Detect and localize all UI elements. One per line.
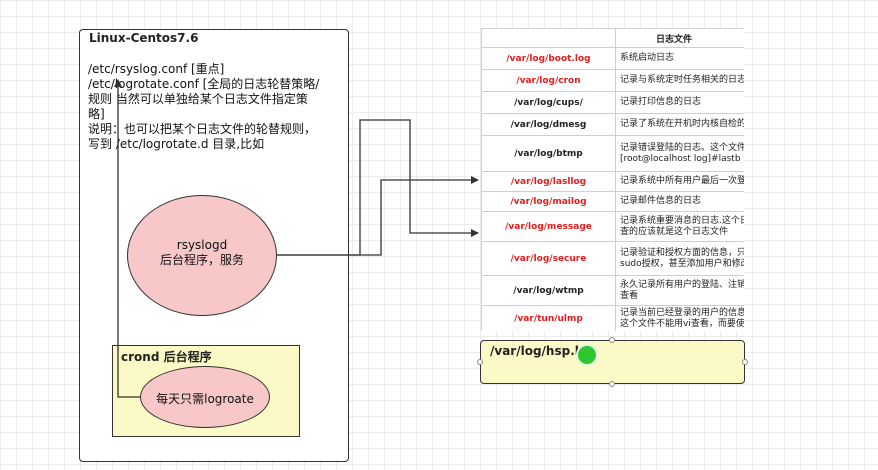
resize-handle[interactable] <box>477 359 483 365</box>
resize-handle[interactable] <box>609 381 615 387</box>
description-line: 写到 /etc/logrotate.d 目录,比如 <box>88 137 265 151</box>
log-path-cell: /var/log/wtmp <box>481 275 616 306</box>
description-line: /etc/rsyslog.conf [重点] <box>88 62 225 76</box>
description-line: 记录当前已经登录的用户的信息 <box>620 307 744 318</box>
description-line: 记录邮件信息的日志 <box>620 196 702 206</box>
description-line: 说明：也可以把某个日志文件的轮替规则， <box>88 122 317 136</box>
log-description-cell: 记录错误登陆的日志。这个文件[root@localhost log]#lastb <box>615 135 744 172</box>
logrotate-node[interactable] <box>140 366 270 428</box>
description-line: 查看 <box>620 290 639 301</box>
table-row: /var/log/dmesg记录了系统在开机时内核自检的信息 <box>481 113 744 136</box>
table-row: /var/log/message记录系统重要消息的日志.这个日志查的应该就是这个… <box>481 211 744 242</box>
description-line: 略] <box>88 107 105 121</box>
description-line: 记录打印信息的日志 <box>620 97 702 107</box>
header-cell-log-files: 日志文件 <box>615 28 744 48</box>
rsyslogd-caption: 后台程序，服务 <box>159 253 244 267</box>
crond-title: crond 后台程序 <box>121 350 212 364</box>
log-path-cell: /var/tun/ulmp <box>481 305 616 331</box>
log-path-cell: /var/log/btmp <box>481 135 616 172</box>
log-path-cell: /var/log/secure <box>481 241 616 276</box>
description-line: 记录验证和授权方面的信息，只要 <box>620 247 744 258</box>
description-line: 查的应该就是这个日志文件 <box>620 226 729 237</box>
log-description-cell: 记录当前已经登录的用户的信息这个文件不能用vi查看，而要使用 <box>615 305 744 331</box>
rsyslogd-name: rsyslogd <box>176 238 228 252</box>
table-row: /var/log/cups/记录打印信息的日志 <box>481 91 744 114</box>
connector-logrotate-to-config <box>114 79 140 398</box>
pointer-cursor-icon <box>576 344 598 366</box>
rsyslogd-label: rsyslogd 后台程序，服务 <box>127 238 277 268</box>
description-line: [root@localhost log]#lastb <box>620 153 741 164</box>
config-description: /etc/rsyslog.conf [重点] /etc/logrotate.co… <box>88 62 350 152</box>
hsp-log-label: /var/log/hsp.log <box>490 344 596 358</box>
table-header-row: 日志文件 <box>481 28 744 48</box>
description-line: 记录系统重要消息的日志.这个日志 <box>620 215 744 226</box>
resize-handle[interactable] <box>742 359 748 365</box>
description-line: /etc/logrotate.conf [全局的日志轮替策略/ <box>88 77 320 91</box>
description-line: 记录了系统在开机时内核自检的信息 <box>620 119 744 129</box>
description-line: 这个文件不能用vi查看，而要使用 <box>620 318 744 329</box>
container-title: Linux-Centos7.6 <box>89 31 199 45</box>
resize-handle[interactable] <box>609 337 615 343</box>
description-line: 记录与系统定时任务相关的日志 <box>620 75 744 85</box>
rsyslogd-node[interactable] <box>127 195 277 316</box>
logrotate-label: 每天只需logroate <box>156 392 254 406</box>
description-line: sudo授权，甚至添加用户和修改 <box>620 258 744 269</box>
connector-rsyslogd-to-message <box>277 119 479 256</box>
description-line: 永久记录所有用户的登陆、注销 <box>620 279 744 290</box>
description-line: 规则 当然可以单独给某个日志文件指定策 <box>88 92 308 106</box>
description-line: 记录错误登陆的日志。这个文件 <box>620 142 744 153</box>
connector-rsyslogd-to-lasllog <box>277 176 479 256</box>
description-line: 系统启动日志 <box>620 53 675 63</box>
description-line: 记录系统中所有用户最后一次登录 <box>620 176 744 186</box>
hsp-log-node[interactable] <box>480 340 745 384</box>
